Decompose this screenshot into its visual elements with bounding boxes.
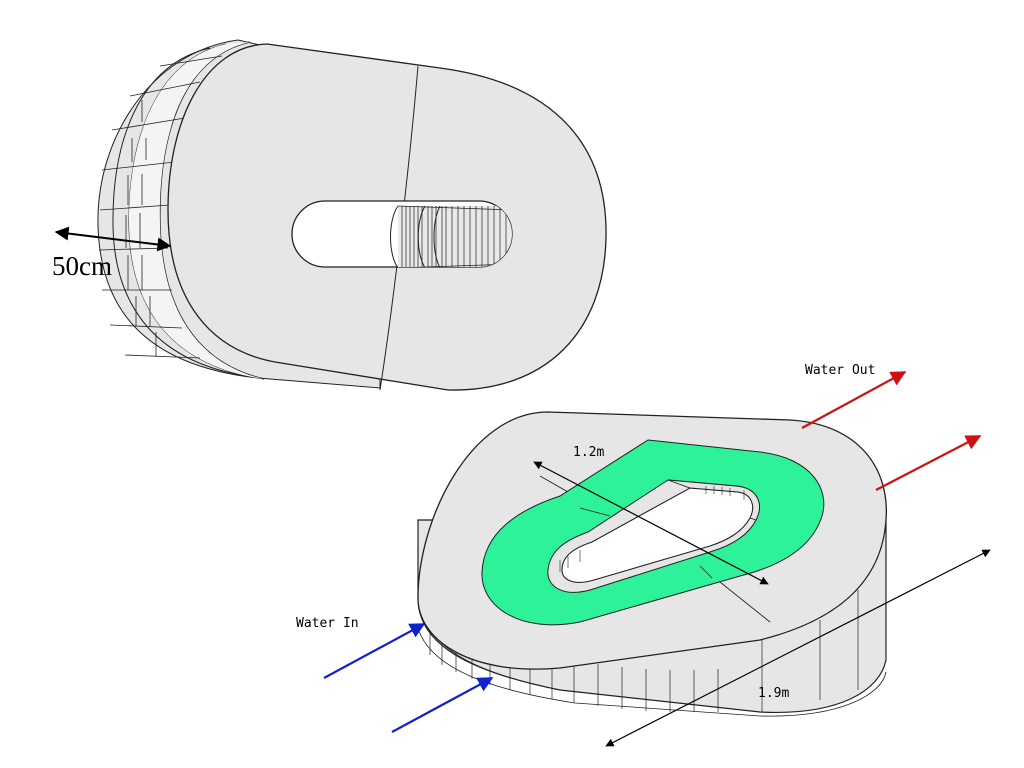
water-in-label: Water In <box>296 616 359 631</box>
dimension-1-2m-label: 1.2m <box>573 445 604 460</box>
yoke-slot <box>291 200 513 268</box>
dimension-50cm: 50cm <box>52 226 172 281</box>
dimension-50cm-arrow <box>54 226 172 252</box>
dimension-50cm-label: 50cm <box>52 251 112 281</box>
yoke-flat <box>417 411 887 717</box>
water-out-label: Water Out <box>805 363 875 378</box>
water-in-arrow-bottom <box>391 677 494 733</box>
dimension-1-9m: 1.9m <box>605 549 991 747</box>
water-in: Water In <box>296 616 494 733</box>
water-out: Water Out <box>801 363 982 491</box>
water-out-arrow-bottom <box>875 435 982 491</box>
dimension-1-9m-arrow <box>605 549 991 747</box>
dimension-1-9m-label: 1.9m <box>758 686 789 701</box>
water-in-arrow-top <box>323 623 426 679</box>
yoke-upright <box>97 39 607 391</box>
water-out-arrow-top <box>801 371 907 429</box>
